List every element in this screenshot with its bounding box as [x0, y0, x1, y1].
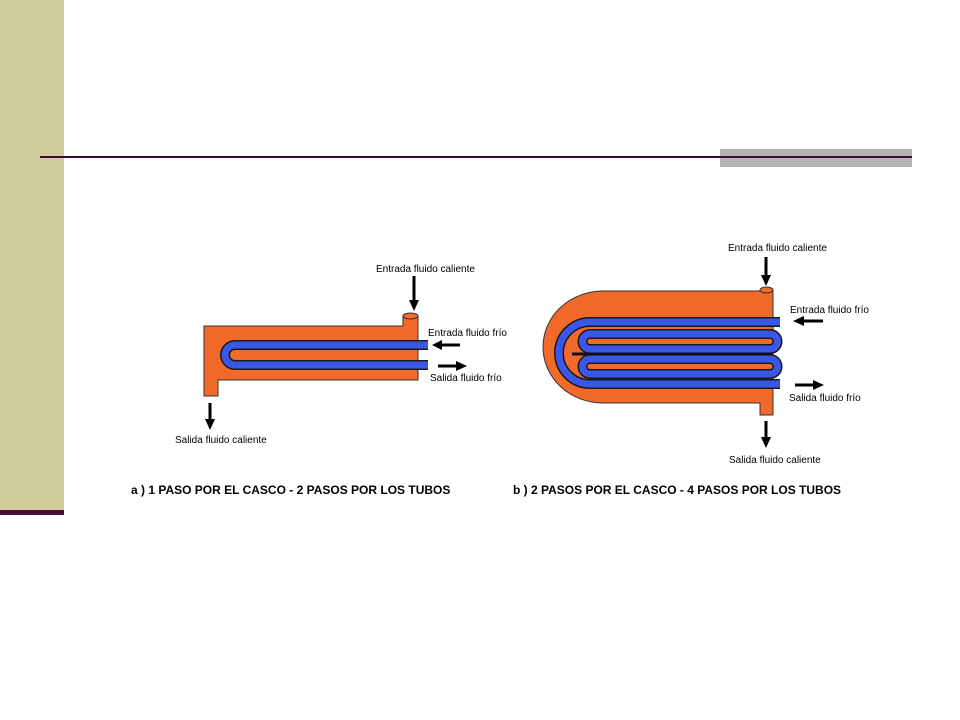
diagram-a-cold-outlet-arrowhead [456, 361, 467, 371]
diagram-a-hot-inlet-label: Entrada fluido caliente [376, 264, 475, 275]
diagram-b-hot-inlet-arrowhead [761, 275, 771, 286]
diagram-a: Entrada fluido caliente Entrada fluido f… [131, 264, 507, 497]
side-band [0, 0, 64, 512]
diagram-b: Entrada fluido caliente Entrada fluido f… [513, 243, 869, 497]
header-rule [40, 156, 912, 158]
diagram-a-shell [203, 315, 419, 397]
diagram-b-cold-outlet-arrowhead [813, 380, 824, 390]
diagram-b-left-upper-bend [579, 330, 591, 353]
diagram-b-caption: b ) 2 PASOS POR EL CASCO - 4 PASOS POR L… [513, 483, 841, 497]
diagram-a-caption: a ) 1 PASO POR EL CASCO - 2 PASOS POR LO… [131, 483, 450, 497]
diagram-b-hot-outlet-label: Salida fluido caliente [729, 455, 821, 466]
diagram-a-hot-outlet-label: Salida fluido caliente [175, 435, 267, 446]
diagram-a-cold-inlet-arrowhead [432, 340, 442, 350]
diagram-b-outer-tube [555, 318, 780, 388]
diagram-a-cold-inlet-label: Entrada fluido frío [428, 328, 507, 339]
diagram-b-left-lower-bend [579, 355, 591, 378]
diagram-a-hot-outlet-arrowhead [205, 419, 215, 430]
diagram-a-hot-inlet-arrowhead [409, 300, 419, 311]
header-rule-overlay [720, 156, 912, 158]
diagram-b-cold-inlet-arrowhead [793, 316, 804, 326]
diagram-b-upper-inner-tube [590, 330, 781, 353]
diagram-b-lower-inner-tube [590, 355, 781, 378]
diagram-b-cold-inlet-label: Entrada fluido frío [790, 305, 869, 316]
diagram-a-hot-inlet-nozzle [402, 312, 419, 320]
diagram-a-tube [221, 341, 428, 369]
diagram-b-hot-inlet-nozzle [759, 286, 774, 294]
header-gray-block [720, 149, 912, 167]
diagram-b-cold-outlet-label: Salida fluido frío [789, 393, 861, 404]
diagram-b-hot-inlet-label: Entrada fluido caliente [728, 243, 827, 254]
side-band-bottom-bar [0, 510, 64, 515]
diagram-b-hot-outlet-arrowhead [761, 437, 771, 448]
diagram-a-cold-outlet-label: Salida fluido frío [430, 373, 502, 384]
